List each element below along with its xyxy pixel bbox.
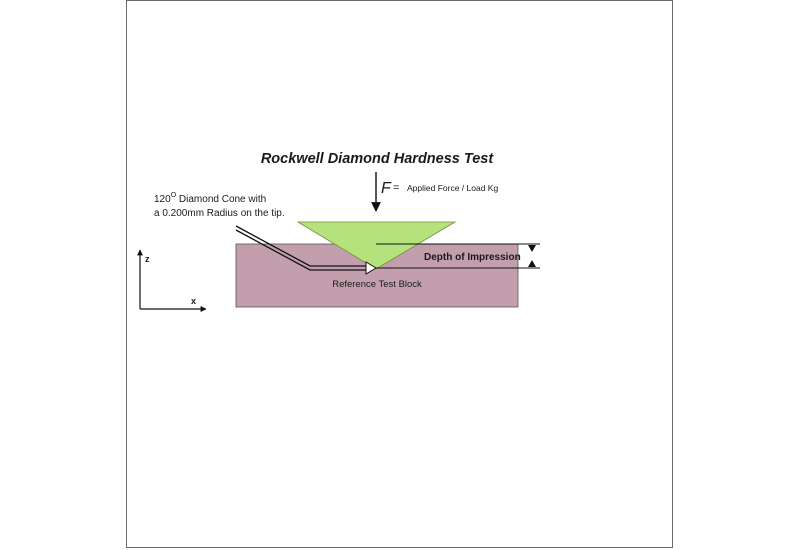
force-equals: = (393, 182, 399, 194)
depth-of-impression-label: Depth of Impression (424, 252, 521, 263)
force-symbol: F (381, 180, 392, 197)
cone-callout-leader-upper (235, 225, 370, 267)
x-axis-label: x (191, 296, 196, 306)
depth-arrow-top (528, 245, 536, 252)
depth-arrow-bottom (528, 260, 536, 267)
cone-label-line1: 120O Diamond Cone with (154, 192, 266, 205)
cone-callout-leader-lower (235, 229, 368, 271)
diamond-cone-indenter (296, 221, 457, 270)
force-description: Applied Force / Load Kg (407, 183, 498, 193)
cone-callout-arrowhead (365, 261, 377, 275)
block-label: Reference Test Block (332, 279, 422, 290)
diagram-title: Rockwell Diamond Hardness Test (261, 151, 495, 167)
z-axis-label: z (145, 254, 150, 264)
cone-label-line2: a 0.200mm Radius on the tip. (154, 208, 285, 219)
